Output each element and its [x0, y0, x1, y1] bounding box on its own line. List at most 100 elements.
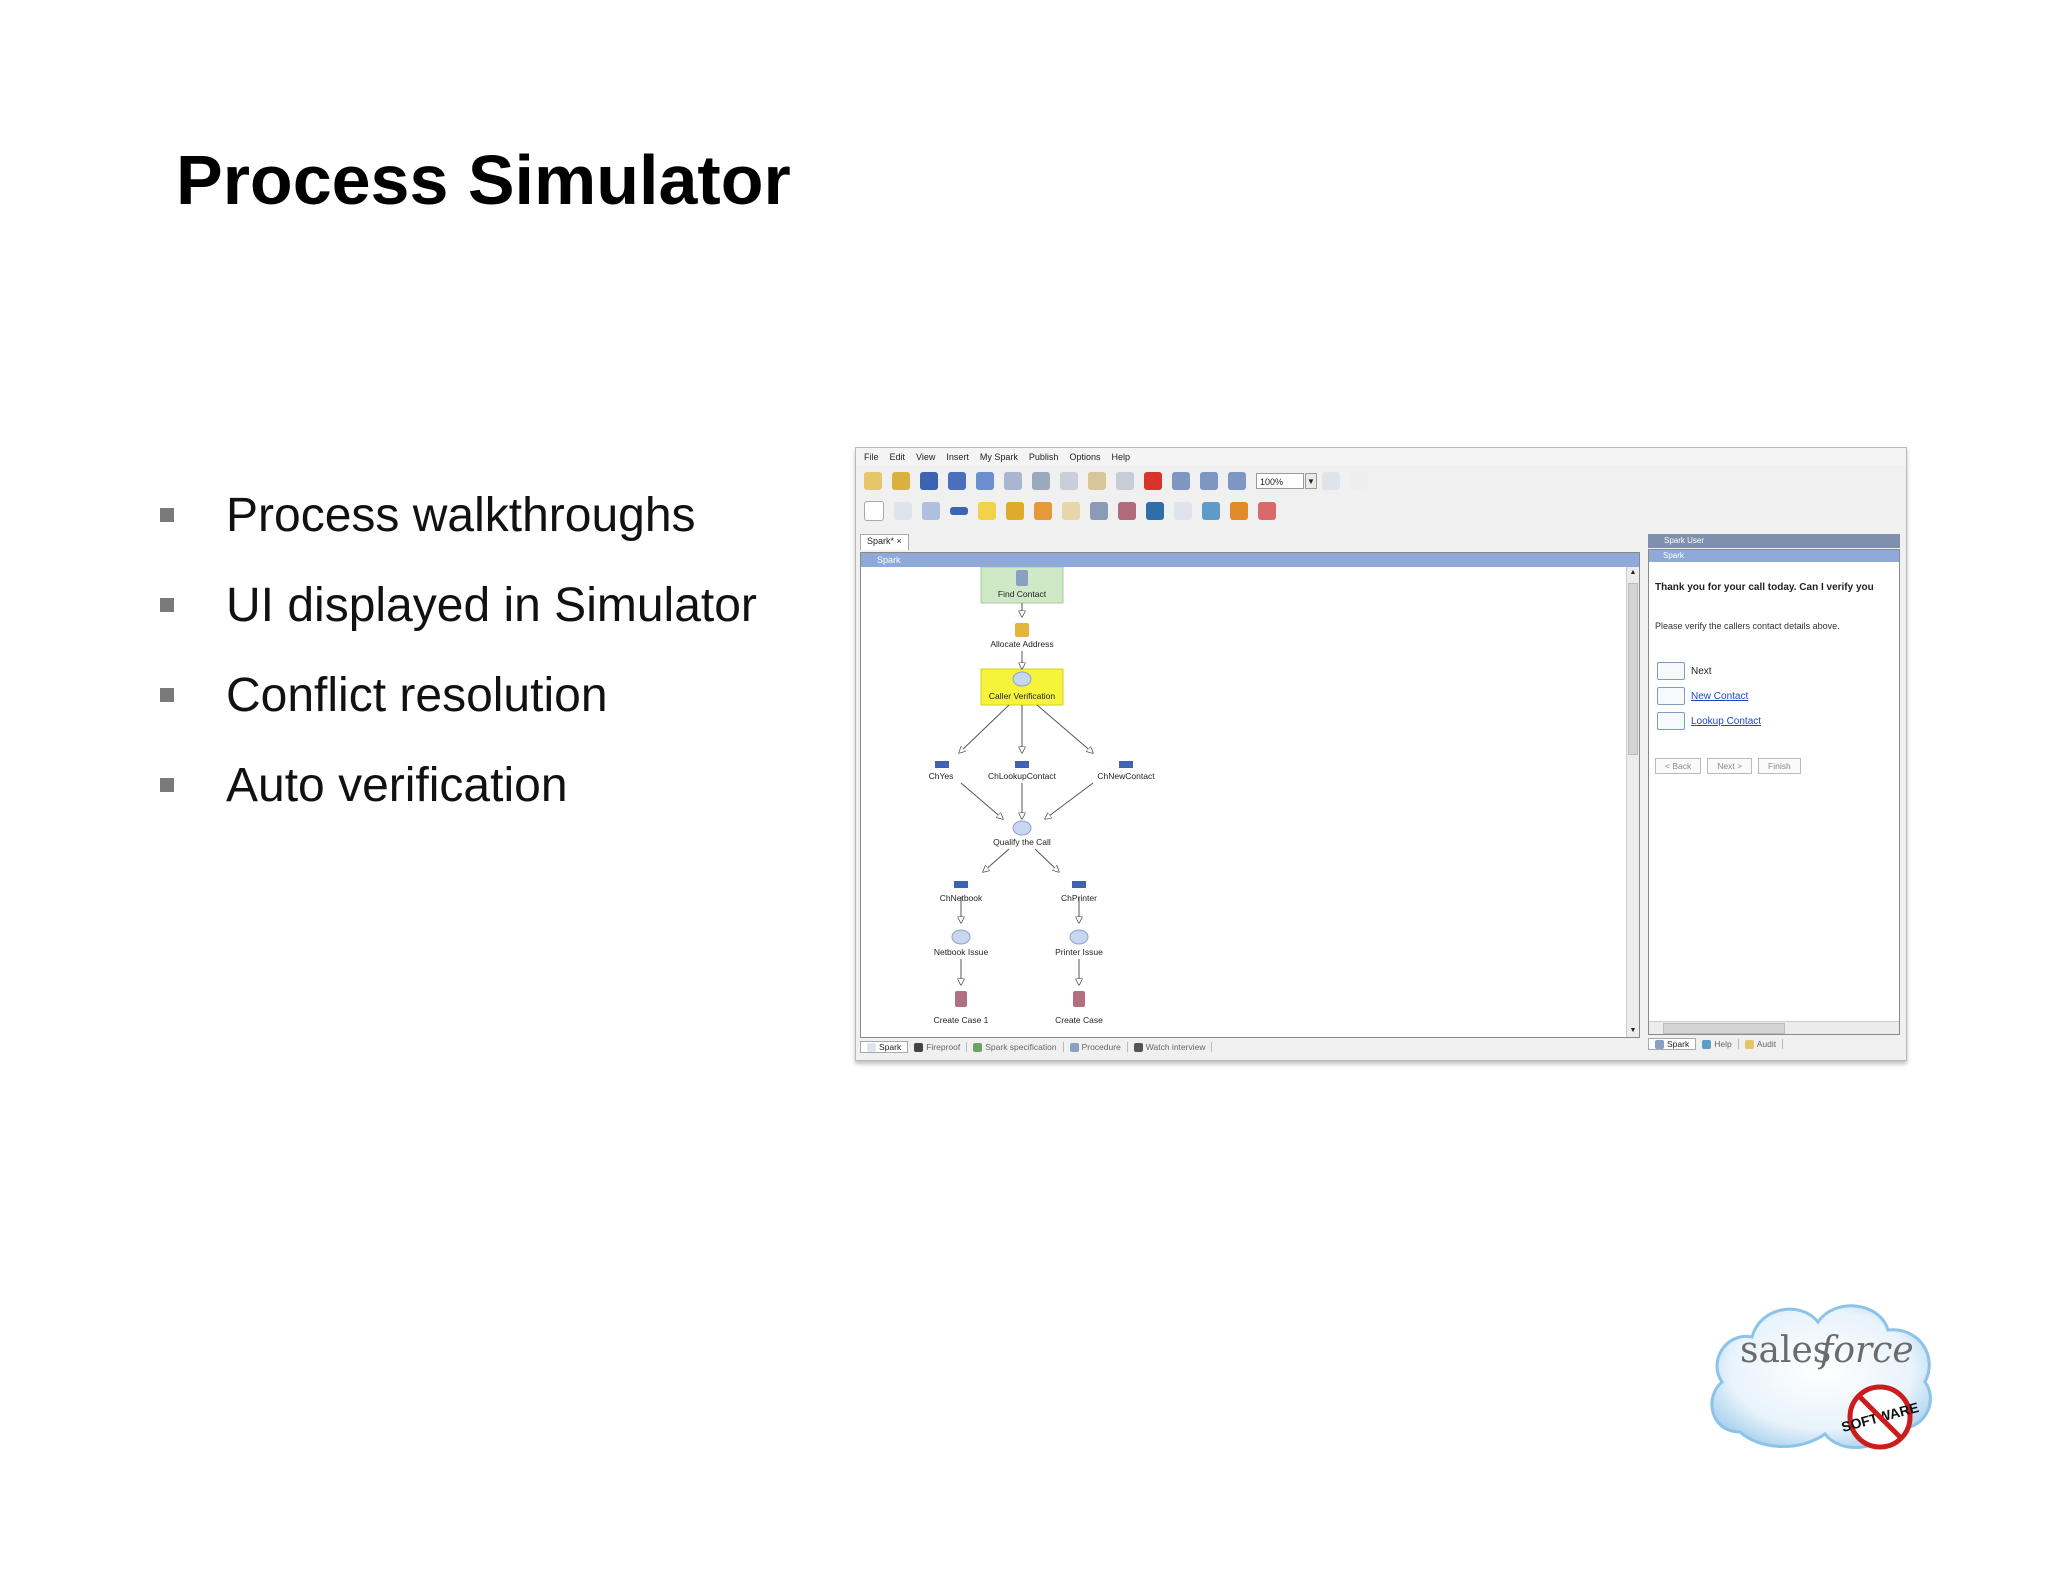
flow-editor[interactable]: Spark	[860, 552, 1640, 1038]
open-icon[interactable]	[892, 472, 910, 490]
salesforce-logo: sales force SOFTWARE	[1710, 1304, 1932, 1450]
menu-publish[interactable]: Publish	[1028, 452, 1059, 462]
node-netbook-issue[interactable]: Netbook Issue	[934, 947, 989, 957]
zoom-out-icon[interactable]	[1228, 472, 1246, 490]
menu-my-spark[interactable]: My Spark	[979, 452, 1018, 462]
copy-icon[interactable]	[1060, 472, 1078, 490]
node-ch-lookup-contact[interactable]: ChLookupContact	[988, 771, 1057, 781]
tab-spark-user[interactable]: Spark	[1648, 1038, 1697, 1050]
tab-procedure[interactable]: Procedure	[1064, 1042, 1128, 1052]
menu-help[interactable]: Help	[1111, 452, 1130, 462]
database-icon[interactable]	[1016, 570, 1028, 586]
choice-icon[interactable]	[1072, 881, 1086, 888]
tab-spark-view[interactable]: Spark	[860, 1041, 909, 1053]
box-icon[interactable]	[1006, 502, 1024, 520]
toolbar-main: 100%▼	[856, 466, 1906, 496]
search-icon[interactable]	[1172, 472, 1190, 490]
option-lookup-contact[interactable]: Lookup Contact	[1657, 712, 1761, 730]
no-software-badge: SOFTWARE	[1840, 1384, 1920, 1450]
page-icon[interactable]	[894, 502, 912, 520]
tab-watch-interview[interactable]: Watch interview	[1128, 1042, 1213, 1052]
case-icon[interactable]	[1118, 502, 1136, 520]
next-button[interactable]: Next >	[1707, 758, 1753, 774]
node-caller-verification[interactable]: Caller Verification	[989, 691, 1055, 701]
speech-bubble-icon[interactable]	[1012, 671, 1032, 687]
node-qualify-call[interactable]: Qualify the Call	[993, 837, 1051, 847]
undo-icon[interactable]	[976, 472, 994, 490]
node-create-case[interactable]: Create Case	[1055, 1015, 1103, 1025]
procedure-icon	[1069, 1042, 1079, 1052]
right-panel-title: Spark	[1649, 550, 1899, 562]
people-icon[interactable]	[1230, 502, 1248, 520]
node-ch-netbook[interactable]: ChNetbook	[940, 893, 983, 903]
spark-user-panel: Spark Thank you for your call today. Can…	[1648, 549, 1900, 1035]
help-icon[interactable]	[1258, 502, 1276, 520]
redo-icon[interactable]	[1004, 472, 1022, 490]
lightbulb-icon[interactable]	[978, 502, 996, 520]
menu-insert[interactable]: Insert	[946, 452, 969, 462]
new-icon[interactable]	[864, 472, 882, 490]
duplicate-icon[interactable]	[1116, 472, 1134, 490]
tab-audit[interactable]: Audit	[1739, 1039, 1784, 1049]
choice-icon[interactable]	[954, 881, 968, 888]
speech-bubble-icon[interactable]	[1012, 820, 1032, 836]
pencil-icon[interactable]	[1034, 502, 1052, 520]
close-icon[interactable]: ×	[896, 536, 902, 546]
paste-icon[interactable]	[1088, 472, 1106, 490]
node-create-case-1[interactable]: Create Case 1	[934, 1015, 989, 1025]
pointer-icon[interactable]	[864, 501, 884, 521]
scroll-up-icon[interactable]: ▲	[1629, 569, 1637, 576]
choice-icon[interactable]	[1015, 761, 1029, 768]
choice-icon[interactable]	[935, 761, 949, 768]
chevron-down-icon[interactable]: ▼	[1305, 473, 1317, 489]
node-printer-issue[interactable]: Printer Issue	[1055, 947, 1103, 957]
finish-button[interactable]: Finish	[1758, 758, 1801, 774]
scroll-thumb[interactable]	[1628, 583, 1638, 755]
menu-file[interactable]: File	[864, 452, 879, 462]
node-find-contact[interactable]: Find Contact	[998, 589, 1047, 599]
menu-options[interactable]: Options	[1069, 452, 1101, 462]
case-icon[interactable]	[955, 991, 967, 1007]
option-next[interactable]: Next	[1657, 662, 1712, 680]
database-icon[interactable]	[1090, 502, 1108, 520]
layout-icon[interactable]	[1350, 472, 1368, 490]
choice-icon[interactable]	[950, 507, 968, 515]
tab-spark[interactable]: Spark* ×	[860, 534, 909, 550]
scroll-down-icon[interactable]: ▼	[1629, 1027, 1637, 1034]
vertical-scrollbar[interactable]: ▲ ▼	[1626, 567, 1639, 1037]
node-allocate-address[interactable]: Allocate Address	[990, 639, 1053, 649]
scroll-thumb[interactable]	[1663, 1023, 1785, 1034]
bullet-square-icon	[160, 778, 174, 792]
option-lookup-contact-box[interactable]	[1657, 712, 1685, 730]
node-ch-printer[interactable]: ChPrinter	[1061, 893, 1097, 903]
horizontal-scrollbar[interactable]	[1649, 1021, 1899, 1034]
chart-icon[interactable]	[1174, 502, 1192, 520]
tab-spark-specification[interactable]: Spark specification	[967, 1042, 1064, 1052]
menu-view[interactable]: View	[916, 452, 936, 462]
speech-bubble-icon[interactable]	[951, 929, 971, 945]
choice-icon[interactable]	[1119, 761, 1133, 768]
node-ch-new-contact[interactable]: ChNewContact	[1097, 771, 1155, 781]
zoom-in-icon[interactable]	[1200, 472, 1218, 490]
tab-fireproof[interactable]: Fireproof	[908, 1042, 968, 1052]
zoom-select[interactable]: 100%▼	[1256, 473, 1317, 489]
globe-icon[interactable]	[1202, 502, 1220, 520]
link-icon[interactable]	[1146, 502, 1164, 520]
speech-bubble-icon[interactable]	[922, 502, 940, 520]
case-icon[interactable]	[1073, 991, 1085, 1007]
speech-bubble-icon[interactable]	[1069, 929, 1089, 945]
back-button[interactable]: < Back	[1655, 758, 1702, 774]
fit-icon[interactable]	[1322, 472, 1340, 490]
menu-edit[interactable]: Edit	[889, 452, 906, 462]
save-icon[interactable]	[920, 472, 938, 490]
note-icon[interactable]	[1062, 502, 1080, 520]
option-new-contact-box[interactable]	[1657, 687, 1685, 705]
delete-icon[interactable]	[1144, 472, 1162, 490]
option-new-contact[interactable]: New Contact	[1657, 687, 1748, 705]
option-next-box[interactable]	[1657, 662, 1685, 680]
tab-help[interactable]: Help	[1696, 1039, 1739, 1049]
node-ch-yes[interactable]: ChYes	[929, 771, 954, 781]
cut-icon[interactable]	[1032, 472, 1050, 490]
save-all-icon[interactable]	[948, 472, 966, 490]
box-icon[interactable]	[1015, 623, 1029, 637]
